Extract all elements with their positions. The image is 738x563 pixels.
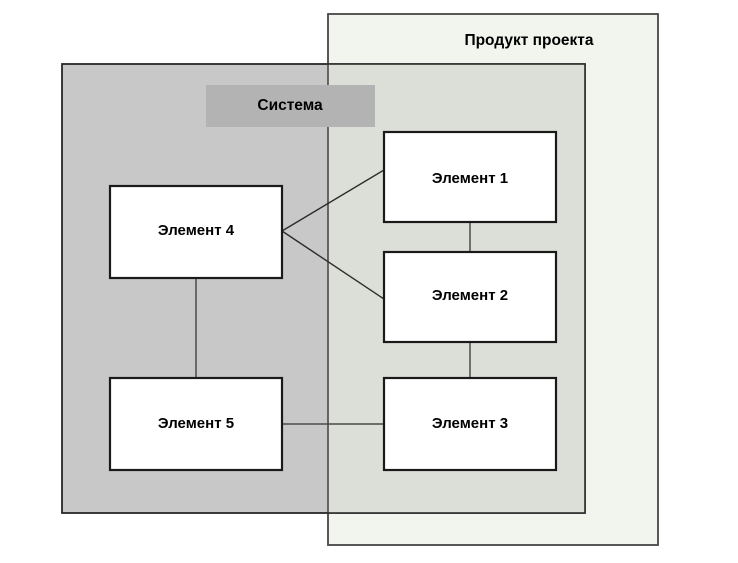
element-5-rect[interactable] — [108, 376, 284, 472]
element-2-rect[interactable] — [382, 250, 558, 344]
element-3-label: Элемент 3 — [432, 415, 508, 432]
container-system-outline — [61, 63, 586, 514]
node-element-5[interactable]: Элемент 5 — [108, 376, 284, 472]
node-element-2[interactable]: Элемент 2 — [382, 250, 558, 344]
node-element-3[interactable]: Элемент 3 — [382, 376, 558, 472]
element-2-label: Элемент 2 — [432, 287, 508, 304]
container-system-label: Система — [257, 97, 323, 114]
container-product-label: Продукт проекта — [464, 32, 593, 49]
element-4-label: Элемент 4 — [158, 222, 235, 239]
connector-element4-element1 — [281, 169, 385, 232]
element-4-rect[interactable] — [108, 184, 284, 280]
container-product-outline — [327, 13, 659, 546]
element-5-label: Элемент 5 — [158, 415, 234, 432]
element-1-label: Элемент 1 — [432, 170, 508, 187]
connector-element4-element2 — [281, 230, 385, 300]
node-element-1[interactable]: Элемент 1 — [382, 130, 558, 224]
node-element-4[interactable]: Элемент 4 — [108, 184, 284, 280]
container-system-label-chip — [206, 85, 375, 127]
element-1-rect[interactable] — [382, 130, 558, 224]
element-3-rect[interactable] — [382, 376, 558, 472]
